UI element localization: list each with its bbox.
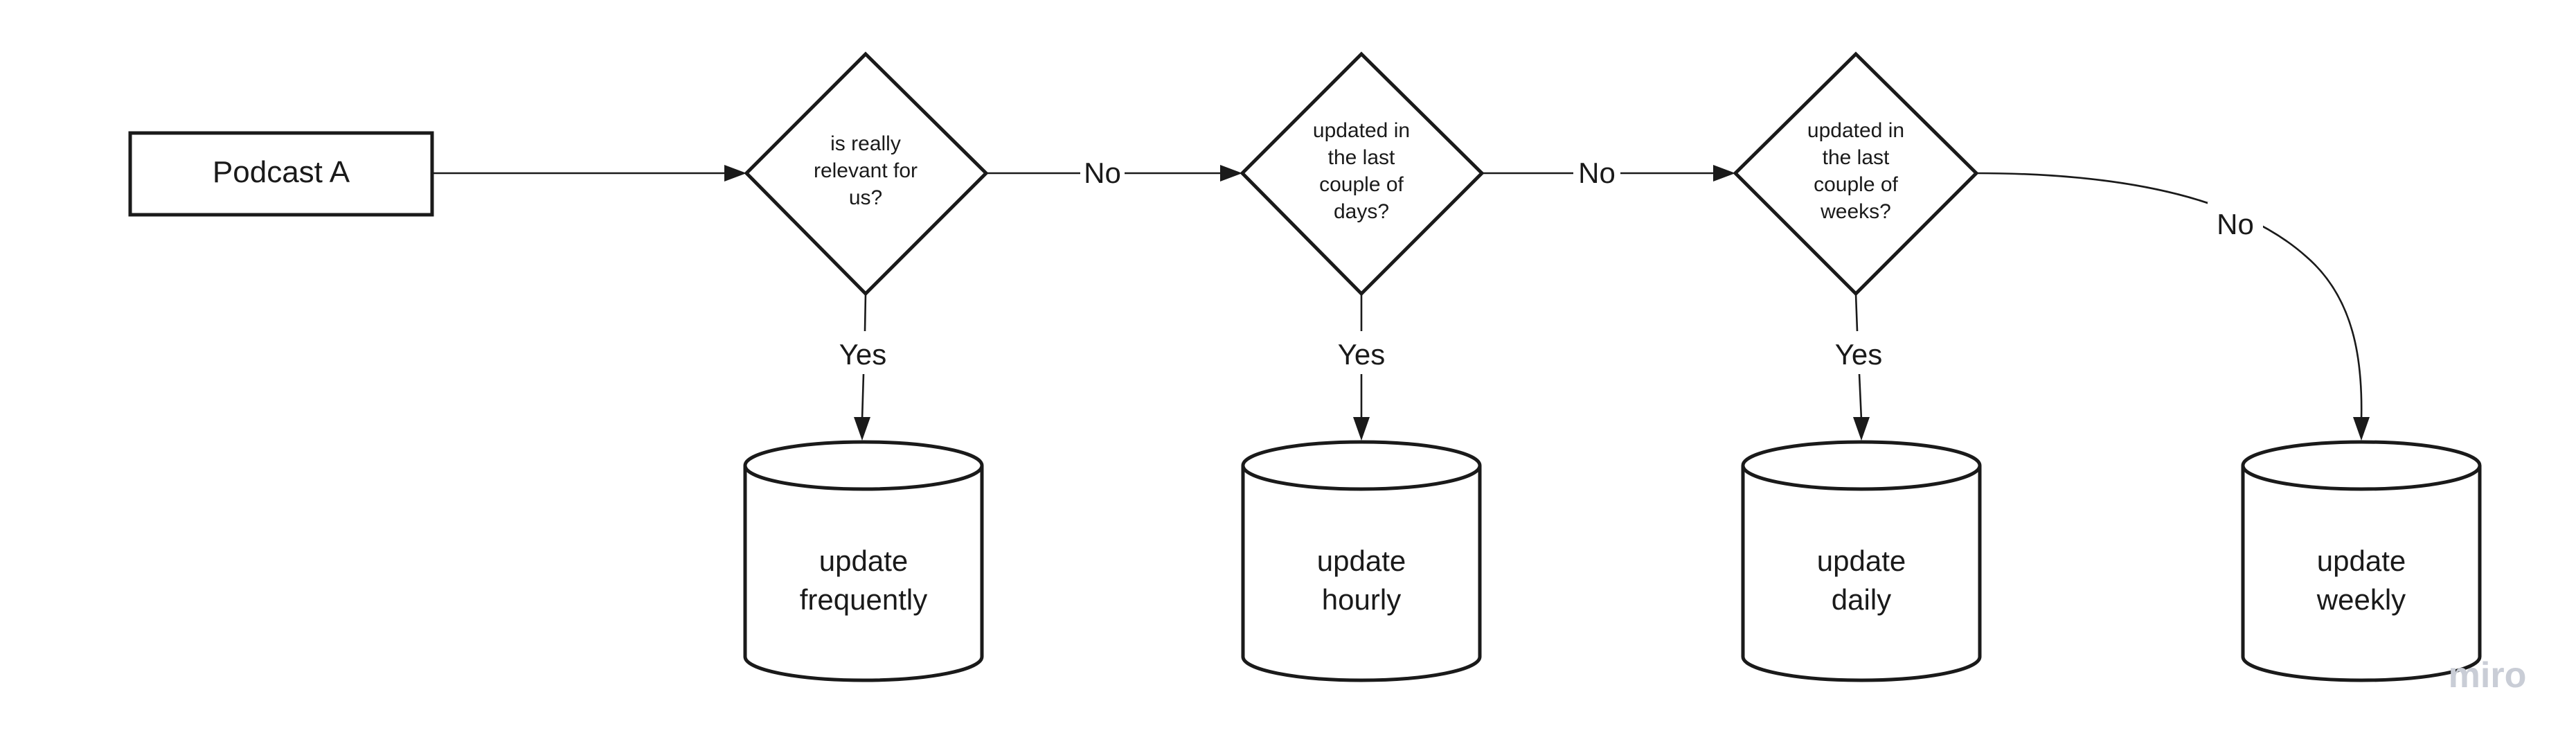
edge-decision-3-no: No — [1976, 172, 2370, 441]
edge-label-yes-2: Yes — [1338, 338, 1386, 371]
datastore-node-1[interactable]: update frequently — [743, 440, 984, 682]
edge-label-no-2: No — [1578, 157, 1616, 189]
decision-3-line-1: updated in — [1807, 119, 1904, 142]
decision-2-line-2: the last — [1328, 146, 1395, 169]
miro-watermark: miro — [2449, 655, 2527, 696]
edge-decision-1-no: No — [986, 157, 1242, 189]
datastore-1-line-1: update — [819, 544, 908, 577]
edge-decision-2-yes: Yes — [1338, 294, 1386, 441]
edge-start-to-decision-1 — [432, 165, 746, 181]
edge-decision-2-no: No — [1482, 157, 1735, 189]
edge-decision-1-yes: Yes — [839, 293, 887, 441]
edge-label-no-3: No — [2217, 208, 2254, 240]
decision-3-line-4: weeks? — [1820, 200, 1891, 223]
start-node-label: Podcast A — [213, 155, 350, 189]
datastore-node-2[interactable]: update hourly — [1241, 440, 1482, 682]
decision-1-line-3: us? — [849, 186, 882, 209]
decision-3-line-3: couple of — [1814, 173, 1898, 196]
edge-decision-3-yes: Yes — [1835, 293, 1883, 441]
edge-label-yes-1: Yes — [839, 338, 887, 371]
edge-label-yes-3: Yes — [1835, 338, 1883, 371]
datastore-3-line-1: update — [1817, 544, 1906, 577]
start-node[interactable]: Podcast A — [128, 131, 434, 217]
edge-label-no-1: No — [1084, 157, 1121, 189]
datastore-4-line-2: weekly — [2316, 583, 2406, 616]
datastore-3-line-2: daily — [1832, 583, 1891, 616]
decision-2-line-3: couple of — [1319, 173, 1404, 196]
datastore-2-line-2: hourly — [1322, 583, 1401, 616]
decision-node-1[interactable]: is really relevant for us? — [744, 51, 989, 296]
datastore-2-line-1: update — [1317, 544, 1406, 577]
datastore-node-3[interactable]: update daily — [1741, 440, 1982, 682]
datastore-1-line-2: frequently — [800, 583, 927, 616]
decision-node-3[interactable]: updated in the last couple of weeks? — [1733, 51, 1979, 296]
datastore-4-line-1: update — [2317, 544, 2406, 577]
decision-2-line-1: updated in — [1313, 119, 1410, 142]
datastore-node-4[interactable]: update weekly — [2241, 440, 2482, 682]
decision-3-line-2: the last — [1823, 146, 1890, 169]
decision-node-2[interactable]: updated in the last couple of days? — [1240, 51, 1485, 296]
decision-1-line-2: relevant for — [814, 159, 918, 182]
decision-1-line-1: is really — [830, 132, 901, 155]
decision-2-line-4: days? — [1334, 200, 1389, 223]
